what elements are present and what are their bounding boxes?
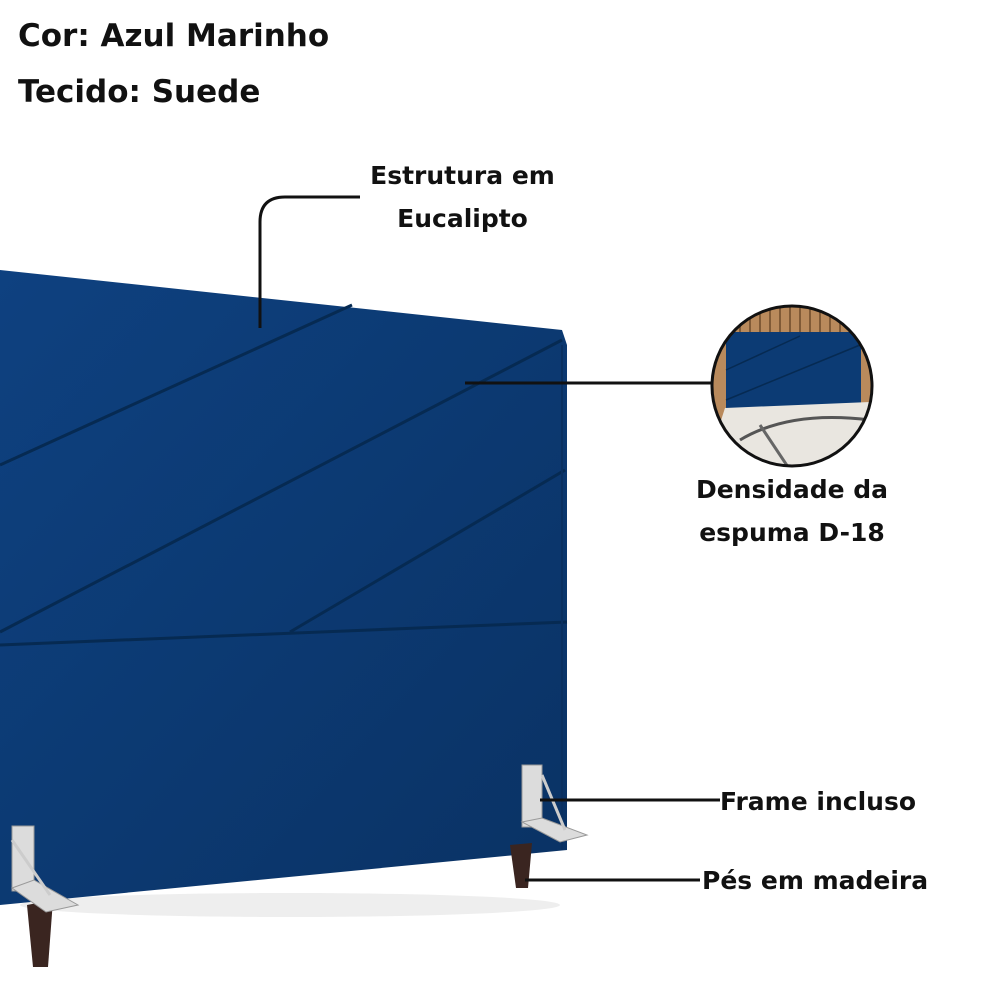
structure-label-line2: Eucalipto xyxy=(397,204,528,233)
fabric-spec: Tecido: Suede xyxy=(18,74,261,110)
foam-callout: Densidade da espuma D-18 xyxy=(672,468,912,554)
frame-label: Frame incluso xyxy=(720,787,916,816)
feet-label: Pés em madeira xyxy=(702,866,929,895)
thumbnail-ring xyxy=(710,304,874,468)
structure-label-line1: Estrutura em xyxy=(370,161,555,190)
wood-leg-right xyxy=(510,843,532,888)
callout-lines xyxy=(258,195,720,882)
foam-detail-thumbnail xyxy=(712,306,872,466)
floor-shadow xyxy=(20,893,560,917)
color-spec: Cor: Azul Marinho xyxy=(18,18,330,54)
frame-bracket-left xyxy=(10,825,80,913)
headboard-seams xyxy=(0,303,568,850)
headboard-body xyxy=(0,270,567,905)
foam-label-line2: espuma D-18 xyxy=(699,518,885,547)
foam-label-line1: Densidade da xyxy=(695,475,889,504)
frame-bracket-right xyxy=(520,764,589,843)
structure-callout: Estrutura em Eucalipto xyxy=(360,154,565,240)
wood-leg-left xyxy=(27,900,53,967)
